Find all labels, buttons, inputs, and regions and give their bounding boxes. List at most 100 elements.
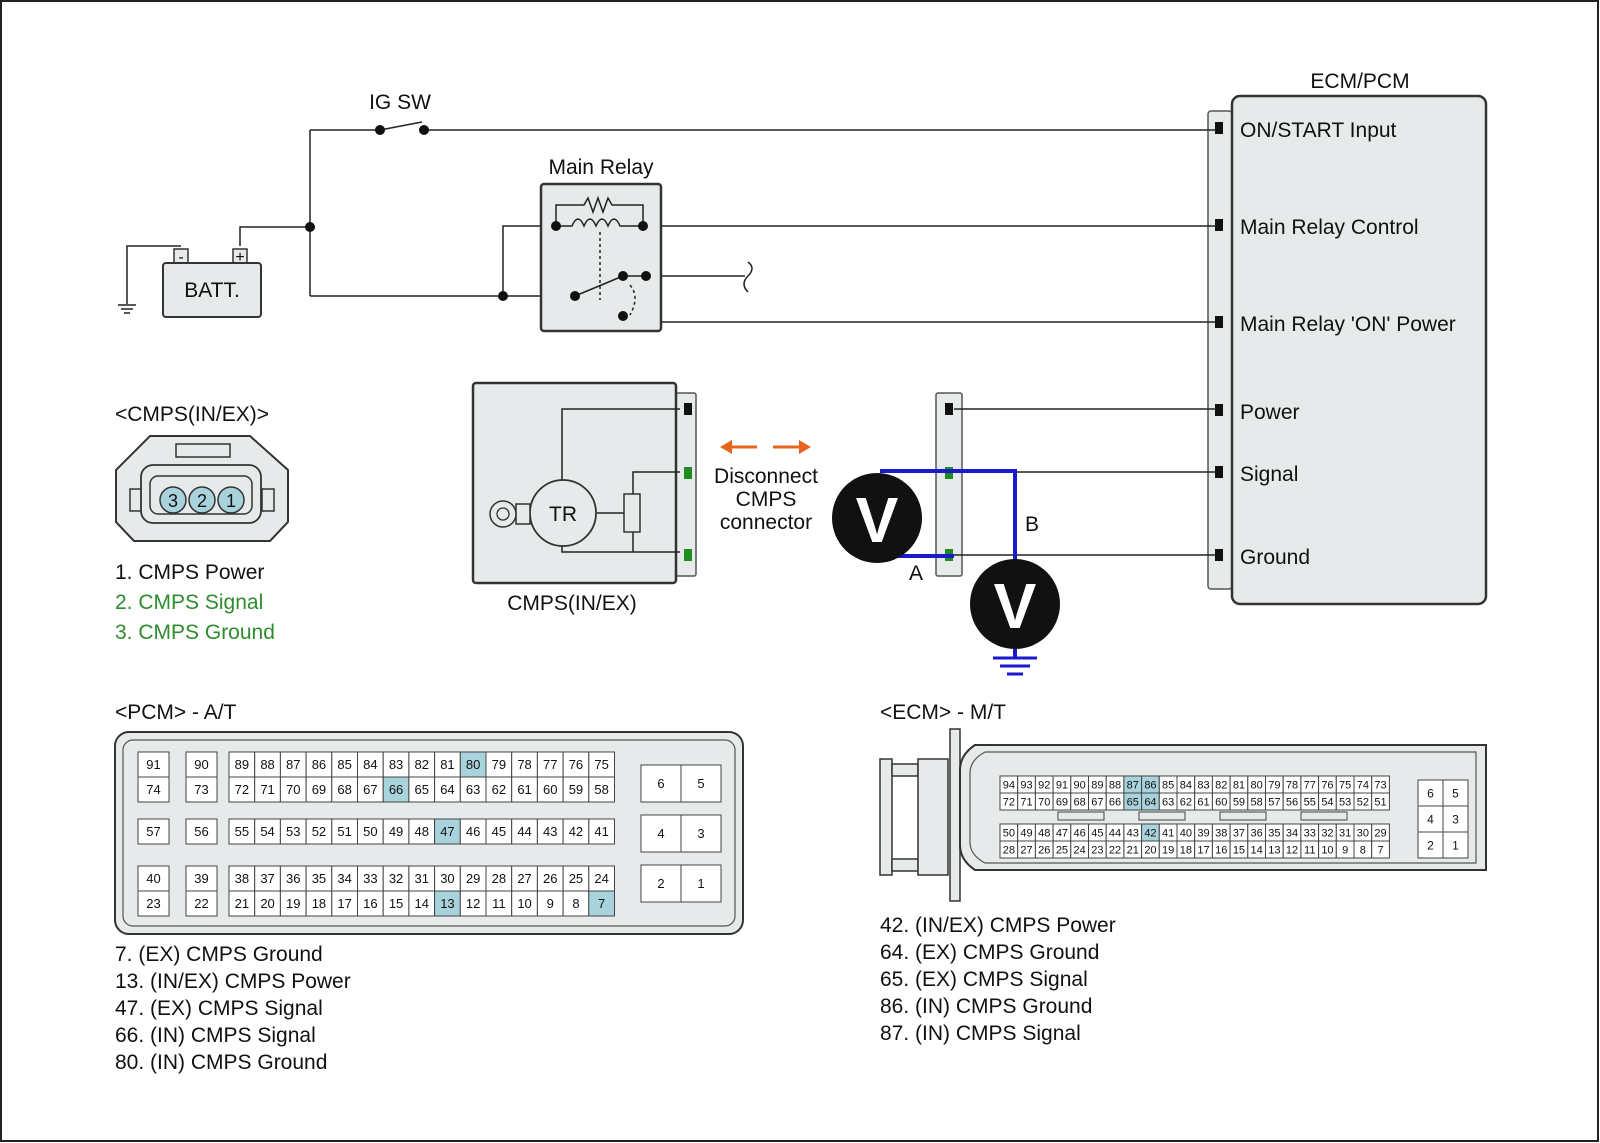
connector-pin — [511, 751, 538, 778]
connector-pin-number: 13 — [440, 896, 454, 911]
connector-pin-number: 1 — [1452, 838, 1459, 852]
ecm-connector-header: <ECM> - M/T — [880, 701, 1006, 724]
connector-pin — [562, 890, 590, 917]
meter-ground-symbol — [993, 656, 1037, 676]
connector-pin-number: 23 — [1091, 844, 1103, 856]
ecm-terminal-pin — [1215, 219, 1223, 231]
sensor-pin-legend: 1. CMPS Power — [115, 561, 264, 584]
connector-pin-number: 74 — [146, 782, 160, 797]
connector-pin — [434, 890, 461, 917]
ecm-terminal-pin — [1215, 122, 1223, 134]
connector-pin-number: 46 — [1074, 827, 1086, 839]
harness-connector-strip — [935, 392, 963, 577]
connector-pin-number: 20 — [1144, 844, 1156, 856]
connector-pin-number: 8 — [572, 896, 579, 911]
connector-pin — [680, 764, 722, 803]
ig-switch-blade — [379, 121, 423, 131]
ecm-title: ECM/PCM — [1310, 70, 1409, 93]
connector-pin-number: 44 — [517, 824, 531, 839]
connector-pin — [1442, 805, 1469, 833]
connector-pin-number: 39 — [194, 871, 208, 886]
connector-pin-number: 24 — [594, 871, 608, 886]
connector-pin-number: 22 — [1109, 844, 1121, 856]
connector-pin-number: 41 — [1162, 827, 1174, 839]
connector-pin-number: 48 — [1038, 827, 1050, 839]
connector-pin-number: 6 — [1427, 786, 1434, 800]
connector-pin-number: 60 — [543, 782, 557, 797]
connector-pin-number: 62 — [1180, 796, 1192, 808]
connector-pin-number: 37 — [260, 871, 274, 886]
ig-switch-contact — [419, 125, 429, 135]
connector-pin-number: 16 — [363, 896, 377, 911]
connector-pin — [485, 865, 513, 892]
connector-pin-number: 15 — [1233, 844, 1245, 856]
voltmeter-a: V A — [832, 473, 923, 585]
connector-pin — [640, 764, 682, 803]
connector-pin-number: 69 — [1056, 796, 1068, 808]
connector-pin — [357, 751, 384, 778]
connector-pin-number: 49 — [389, 824, 403, 839]
connector-pin-number: 17 — [1197, 844, 1209, 856]
connector-pin-number: 67 — [1091, 796, 1103, 808]
connector-pin-number: 21 — [235, 896, 249, 911]
connector-pin-number: 78 — [1286, 779, 1298, 791]
connector-pin-number: 12 — [1286, 844, 1298, 856]
connector-pin-number: 50 — [363, 824, 377, 839]
connector-pin-number: 33 — [363, 871, 377, 886]
connector-pin-number: 79 — [492, 757, 506, 772]
relay-coil-feed — [502, 225, 556, 296]
connector-pin-number: 30 — [1357, 827, 1369, 839]
connector-pin-number: 51 — [1374, 796, 1386, 808]
relay-node — [638, 221, 648, 231]
pcm-pin-legend: 13. (IN/EX) CMPS Power — [115, 970, 351, 993]
ecm-terminal-label: Main Relay Control — [1240, 216, 1419, 239]
connector-pin — [305, 865, 333, 892]
connector-pin — [185, 751, 218, 778]
connector-pin-number: 61 — [517, 782, 531, 797]
connector-pin-number: 33 — [1304, 827, 1316, 839]
connector-pin-number: 27 — [1020, 844, 1032, 856]
connector-pin-number: 32 — [389, 871, 403, 886]
cmps-internal-wire — [561, 545, 680, 553]
ecm-terminal-label: Main Relay 'ON' Power — [1240, 313, 1456, 336]
connector-pin — [279, 865, 307, 892]
connector-pin-number: 19 — [1162, 844, 1174, 856]
connector-pin-number: 86 — [312, 757, 326, 772]
connector-pin-number: 49 — [1020, 827, 1032, 839]
connector-pin — [588, 818, 615, 845]
connector-pin — [185, 818, 218, 845]
connector-pin-number: 36 — [1251, 827, 1263, 839]
connector-pin — [511, 890, 538, 917]
connector-pin-number: 86 — [1144, 779, 1156, 791]
connector-latch-slot — [1057, 811, 1105, 821]
connector-pin-number: 52 — [1357, 796, 1369, 808]
connector-pin-number: 47 — [1056, 827, 1068, 839]
connector-pin — [185, 776, 218, 803]
connector-pin-number: 2 — [1427, 838, 1434, 852]
connector-pin-number: 43 — [1127, 827, 1139, 839]
connector-pin — [1371, 792, 1390, 811]
connector-pin-number: 30 — [440, 871, 454, 886]
connector-pin-number: 9 — [547, 896, 554, 911]
connector-pin-number: 56 — [194, 824, 208, 839]
connector-pin — [588, 751, 615, 778]
connector-pin-number: 28 — [492, 871, 506, 886]
connector-pin-number: 42 — [569, 824, 583, 839]
arrow-left-head — [720, 440, 732, 454]
connector-pin-number: 60 — [1215, 796, 1227, 808]
connector-pin-number: 38 — [1215, 827, 1227, 839]
arrow-right-head — [799, 440, 811, 454]
connector-pin-number: 63 — [466, 782, 480, 797]
connector-pin — [562, 776, 590, 803]
cmps-internal-wire — [561, 408, 680, 513]
connector-pin-number: 66 — [389, 782, 403, 797]
connector-pin — [137, 751, 170, 778]
connector-pin — [254, 751, 281, 778]
connector-pin-number: 57 — [146, 824, 160, 839]
connector-pin-number: 23 — [146, 896, 160, 911]
connector-pin — [640, 864, 682, 903]
connector-latch-slot — [1219, 811, 1267, 821]
connector-pin-number: 15 — [389, 896, 403, 911]
connector-pin-number: 40 — [146, 871, 160, 886]
